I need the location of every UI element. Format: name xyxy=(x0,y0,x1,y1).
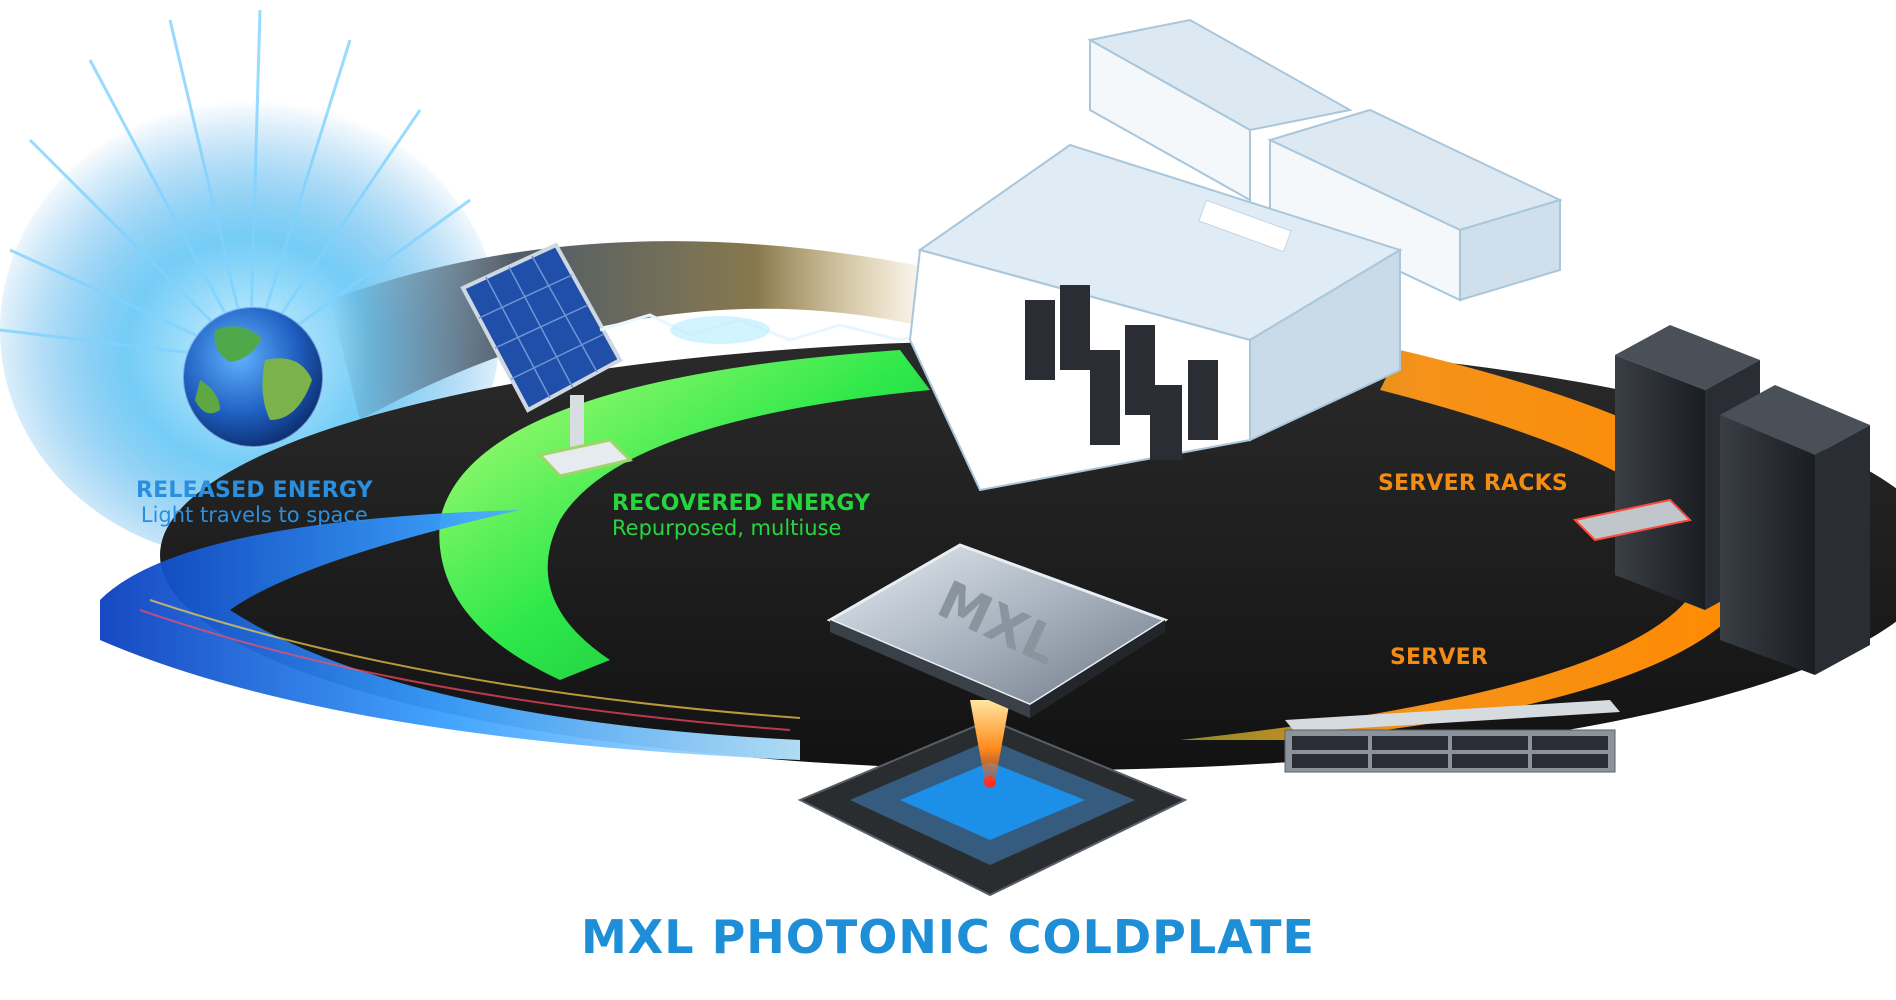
green-energy-ring xyxy=(439,350,930,680)
recovered-energy-subtitle: Repurposed, multiuse xyxy=(612,516,842,540)
server-rack-icon xyxy=(1572,325,1870,675)
chip-icon: MXL xyxy=(797,543,1188,897)
blue-energy-streak xyxy=(100,510,800,760)
server-label: SERVER xyxy=(1390,645,1488,670)
server-icon xyxy=(1284,700,1620,773)
data-center-icon xyxy=(908,18,1563,492)
recovered-energy-label: RECOVERED ENERGY Repurposed, multiuse xyxy=(612,491,870,540)
solar-panel-icon xyxy=(460,242,633,478)
released-energy-label: RELEASED ENERGY Light travels to space xyxy=(136,478,373,527)
server-racks-title: SERVER RACKS xyxy=(1378,471,1568,496)
server-title: SERVER xyxy=(1390,645,1489,670)
released-energy-subtitle: Light travels to space xyxy=(140,503,368,527)
recovered-energy-title: RECOVERED ENERGY xyxy=(612,491,871,516)
released-energy-title: RELEASED ENERGY xyxy=(136,478,373,503)
globe-icon xyxy=(182,306,324,448)
diagram-title: MXL PHOTONIC COLDPLATE xyxy=(581,910,1315,964)
server-racks-label: SERVER RACKS xyxy=(1378,471,1568,496)
